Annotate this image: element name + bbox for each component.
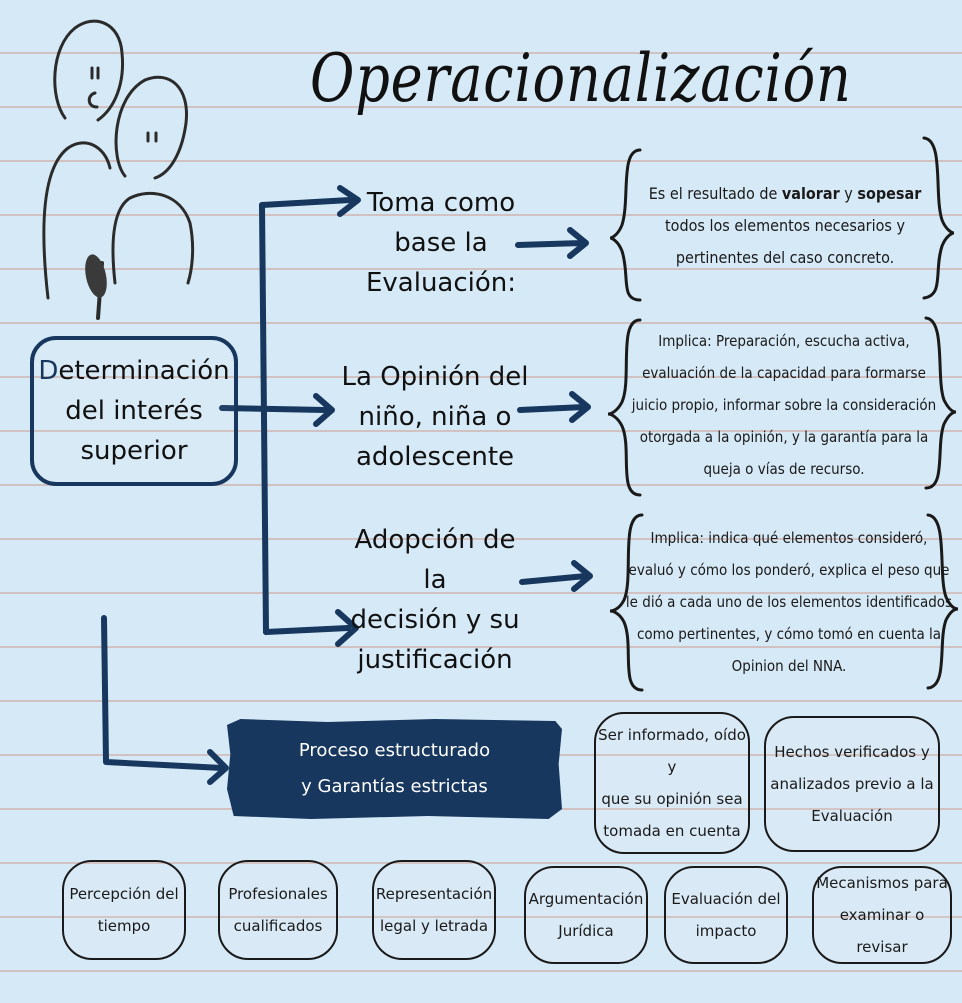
brace-left-2-icon [607,318,642,497]
process-line1: Proceso estructurado [298,740,491,761]
arrow-to-process-line [101,615,225,771]
brace-left-1-icon [609,148,642,302]
process-line2: y Garantías estrictas [301,776,488,797]
arrow-evaluacion-desc-icon [515,227,589,259]
determinacion-line2: del interés [65,396,203,426]
arrow-opinion-desc-icon [517,391,591,423]
branch-middle-line [219,405,328,413]
brace-left-3-icon [609,513,644,692]
description-evaluacion: Es el resultado de valorar y sopesar tod… [648,184,922,267]
guarantee-informado: Ser informado, oído y que su opinión sea… [594,712,750,854]
person-left-icon [42,19,125,300]
arrow-to-adopcion-icon [335,609,359,647]
determinacion-initial: D [38,356,59,386]
arrow-adopcion-desc-icon [519,560,593,592]
trunk-line [259,202,269,635]
brace-right-1-icon [922,136,955,300]
microphone-icon [85,254,107,320]
branch-heading-opinion: La Opinión del niño, niña o adolescente [341,362,529,472]
description-adopcion: Implica: indica qué elementos consideró,… [625,529,953,675]
determinacion-line1: eterminación [58,356,230,386]
arrow-to-process-icon [207,749,229,785]
branch-bottom-line [263,625,351,635]
arrow-to-evaluacion-icon [337,185,361,217]
branch-heading-adopcion: Adopción de la decisión y su justificaci… [350,525,520,675]
determinacion-box: Determinación del interés superior [30,336,238,486]
process-box: Proceso estructurado y Garantías estrict… [227,719,562,819]
branch-heading-evaluacion: Toma como base la Evaluación: [365,188,517,298]
people-illustration [42,19,195,320]
page-title: Operacionalización [310,40,852,117]
person-right-icon [111,75,195,285]
arrow-to-opinion-icon [313,393,335,427]
description-opinion: Implica: Preparación, escucha activa, ev… [631,332,937,478]
brace-right-2-icon [924,316,957,490]
determinacion-line3: superior [80,436,188,466]
guarantee-hechos: Hechos verificados y analizados previo a… [764,716,940,852]
branch-top-line [259,197,353,208]
brace-right-3-icon [926,513,959,690]
